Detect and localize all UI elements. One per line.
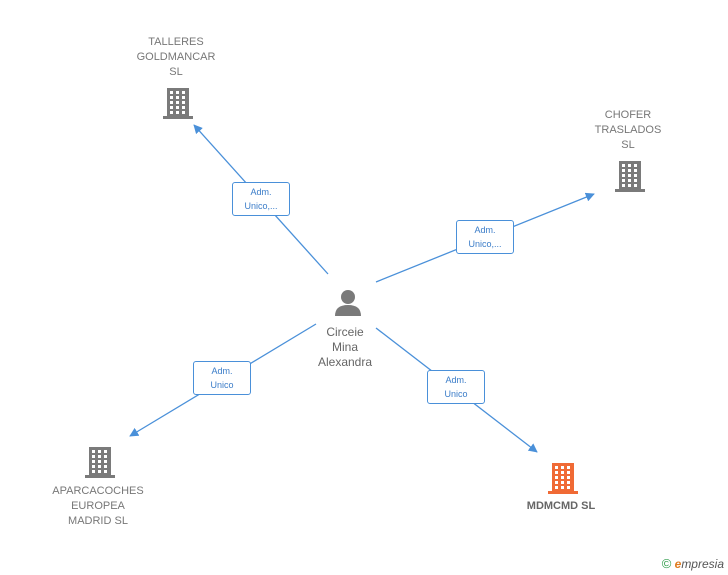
person-icon[interactable] bbox=[335, 290, 361, 316]
building-icon-aparcacoches[interactable] bbox=[85, 447, 115, 478]
company-label-line: TRASLADOS bbox=[594, 124, 662, 136]
company-label-line: APARCACOCHES bbox=[52, 485, 144, 497]
company-label-line: GOLDMANCAR bbox=[136, 51, 216, 63]
building-icon-talleres[interactable] bbox=[163, 88, 193, 119]
edge-label-mdmcmd[interactable]: Adm. Unico bbox=[427, 370, 485, 404]
company-label-talleres[interactable]: TALLERES GOLDMANCAR SL bbox=[106, 35, 246, 80]
company-label-line: MADRID SL bbox=[68, 515, 128, 527]
company-label-line: TALLERES bbox=[148, 36, 204, 48]
edge-label-text: Unico,... bbox=[468, 239, 502, 249]
building-icon-mdmcmd[interactable] bbox=[548, 463, 578, 494]
edge-label-text: Adm. bbox=[250, 187, 272, 197]
company-label-chofer[interactable]: CHOFER TRASLADOS SL bbox=[558, 108, 698, 153]
brand-logo: empresia bbox=[674, 557, 724, 571]
edge-label-chofer[interactable]: Adm. Unico,... bbox=[456, 220, 514, 254]
company-label-line: SL bbox=[621, 139, 635, 151]
person-label-line: Circeie bbox=[326, 325, 364, 339]
person-label-line: Alexandra bbox=[317, 355, 373, 369]
edge-label-text: Adm. bbox=[474, 225, 496, 235]
edge-label-aparcacoches[interactable]: Adm. Unico bbox=[193, 361, 251, 395]
edge-label-talleres[interactable]: Adm. Unico,... bbox=[232, 182, 290, 216]
company-label-line: SL bbox=[169, 66, 183, 78]
company-label-line: CHOFER bbox=[604, 109, 652, 121]
footer-brand: © empresia bbox=[662, 556, 724, 571]
edge-label-text: Adm. bbox=[445, 375, 467, 385]
company-label-line: EUROPEA bbox=[71, 500, 125, 512]
edges-layer bbox=[129, 124, 595, 453]
edge-label-text: Unico bbox=[210, 380, 234, 390]
person-label-line: Mina bbox=[331, 340, 358, 354]
copyright-icon: © bbox=[661, 556, 672, 571]
company-label-mdmcmd[interactable]: MDMCMD SL bbox=[491, 499, 631, 514]
company-label-aparcacoches[interactable]: APARCACOCHES EUROPEA MADRID SL bbox=[28, 484, 168, 529]
nodes-layer bbox=[85, 88, 645, 494]
edge-label-text: Unico bbox=[444, 389, 468, 399]
edge-label-text: Adm. bbox=[211, 366, 233, 376]
building-icon-chofer[interactable] bbox=[615, 161, 645, 192]
company-label-line: MDMCMD SL bbox=[526, 500, 596, 512]
edge-label-text: Unico,... bbox=[244, 201, 278, 211]
